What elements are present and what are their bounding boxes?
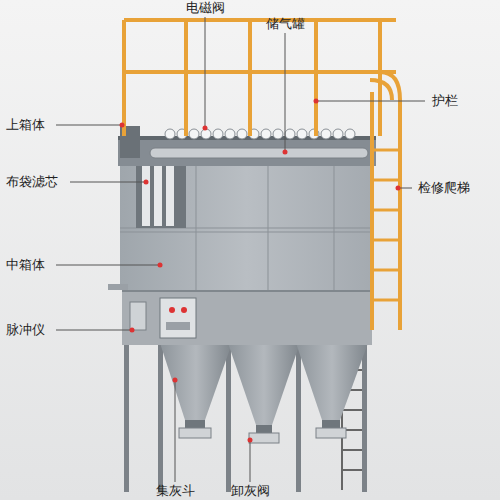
part-label: 卸灰阀 [229, 483, 272, 499]
part-label: 检修爬梯 [416, 180, 472, 196]
part-label: 中箱体 [4, 257, 47, 273]
part-label: 脉冲仪 [4, 322, 47, 338]
part-label: 上箱体 [4, 117, 47, 133]
part-label: 储气罐 [264, 16, 307, 32]
part-label: 护栏 [430, 93, 460, 109]
part-label: 电磁阀 [184, 0, 227, 16]
part-label: 集灰斗 [154, 483, 197, 499]
part-label: 布袋滤芯 [4, 174, 60, 190]
